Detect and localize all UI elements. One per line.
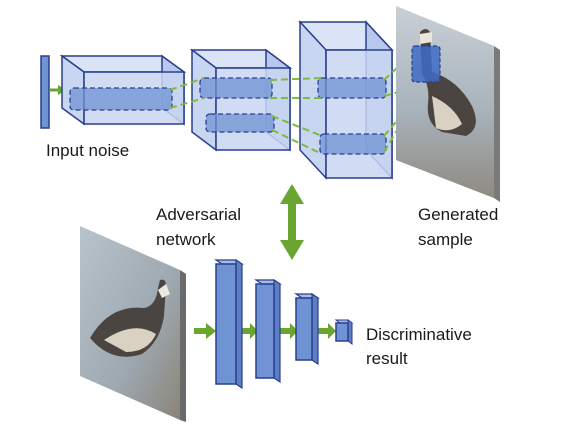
feature-slice-3b [319,133,387,155]
feature-slice-3a [317,77,387,99]
feature-slice-2a [199,77,273,99]
input-noise-label: Input noise [46,141,130,160]
discriminator-arrows [194,323,336,339]
discriminator-layer-2 [254,278,282,384]
adversarial-double-arrow [280,184,304,260]
generator-block-2 [189,48,293,152]
feature-slice-2b [205,113,275,133]
discriminator-output-unit [334,319,354,345]
discriminator-layer-1 [214,258,244,390]
discriminator-input-image [80,226,186,422]
discriminator-layer-3 [294,292,320,366]
generator-block-3 [298,20,394,180]
adversarial-label-line1: Adversarial [156,205,242,224]
adversarial-label-line2: network [156,230,216,249]
generated-label-line2: sample [418,230,473,249]
feature-slice-1 [69,87,173,111]
input-noise-vector [40,55,50,129]
generated-patch [411,45,441,83]
discriminative-label-line1: Discriminative [366,325,472,344]
generated-sample-image [396,6,500,202]
discriminative-label-line2: result [366,349,408,368]
generated-label-line1: Generated [418,205,499,224]
generator-block-1 [59,54,187,126]
